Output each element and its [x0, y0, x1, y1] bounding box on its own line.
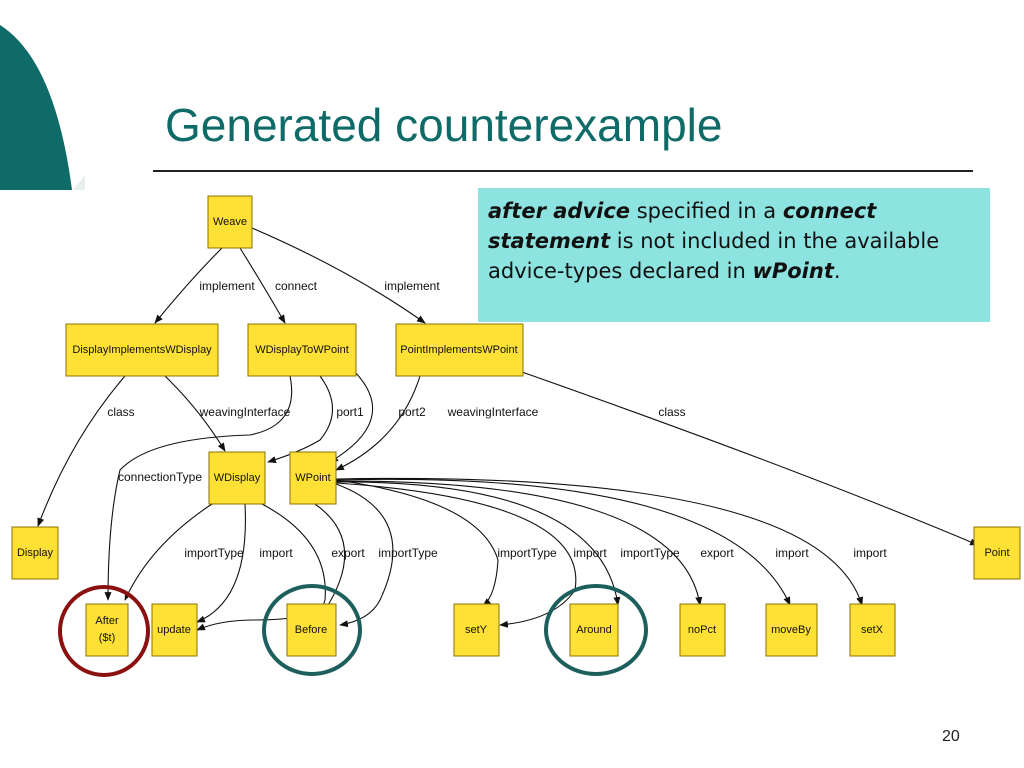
node-wpoint: WPoint [289, 451, 337, 505]
around-highlight-circle [544, 584, 648, 676]
edge-labels: implement connect implement class weavin… [107, 279, 887, 560]
edge-label-import: import [259, 546, 293, 560]
after-highlight-circle [58, 585, 150, 677]
edge-label-import: import [775, 546, 809, 560]
node-point-implements-wpoint-label: PointImplementsWPoint [400, 344, 517, 356]
edge-label-import-type: importType [378, 546, 438, 560]
node-around: Around [569, 603, 619, 657]
edge-label-import-type: importType [620, 546, 680, 560]
slide-title: Generated counterexample [165, 99, 723, 151]
node-sety: setY [453, 603, 500, 657]
node-setx: setX [849, 603, 896, 657]
node-nopct-label: noPct [688, 624, 716, 636]
edge-label-implement: implement [199, 279, 255, 293]
node-update: update [151, 603, 198, 657]
explanation-callout: after advice specified in a connect stat… [478, 188, 990, 322]
node-point-implements-wpoint: PointImplementsWPoint [395, 323, 524, 377]
node-moveby: moveBy [765, 603, 818, 657]
edge-label-implement: implement [384, 279, 440, 293]
edge-label-weaving-interface: weavingInterface [199, 405, 291, 419]
edge-label-weaving-interface: weavingInterface [447, 405, 539, 419]
node-around-label: Around [576, 624, 611, 636]
edge-label-class: class [107, 405, 134, 419]
node-sety-label: setY [465, 624, 488, 636]
node-before-label: Before [295, 624, 327, 636]
node-wdisplay-label: WDisplay [214, 472, 261, 484]
edge-label-export: export [331, 546, 365, 560]
node-setx-label: setX [861, 624, 884, 636]
node-weave: Weave [207, 195, 253, 249]
node-display-label: Display [17, 547, 54, 559]
graph-edges [37, 227, 979, 631]
callout-text: specified in a [630, 199, 783, 223]
edge-label-import-type: importType [497, 546, 557, 560]
node-nopct: noPct [679, 603, 726, 657]
edge-label-import: import [853, 546, 887, 560]
edge-label-port1: port1 [336, 405, 364, 419]
edge-label-export: export [700, 546, 734, 560]
node-after: After ($t) [85, 603, 129, 657]
slide-number: 20 [942, 728, 960, 745]
callout-after-advice: after advice [488, 199, 631, 223]
callout-text: is not included in the available advice-… [488, 229, 940, 283]
node-moveby-label: moveBy [771, 624, 811, 636]
edge-label-connection-type: connectionType [118, 470, 202, 484]
node-after-label: After [95, 615, 119, 627]
corner-decoration [0, 25, 85, 190]
title-divider [153, 170, 973, 172]
before-highlight-circle [262, 584, 362, 676]
node-update-label: update [157, 624, 191, 636]
node-wdisplay-to-wpoint-label: WDisplayToWPoint [255, 344, 349, 356]
node-wpoint-label: WPoint [295, 472, 330, 484]
node-display-implements-wdisplay: DisplayImplementsWDisplay [65, 323, 219, 377]
callout-wpoint: wPoint [752, 259, 834, 283]
node-display: Display [11, 526, 59, 580]
node-after-param-label: ($t) [99, 632, 116, 644]
node-point: Point [973, 526, 1021, 580]
node-point-label: Point [984, 547, 1009, 559]
edge-label-port2: port2 [398, 405, 426, 419]
callout-connect-statement: connect statement [488, 199, 877, 253]
edge-label-import: import [573, 546, 607, 560]
edge-label-connect: connect [275, 279, 318, 293]
node-display-implements-wdisplay-label: DisplayImplementsWDisplay [72, 344, 212, 356]
node-weave-label: Weave [213, 216, 247, 228]
edge-label-class: class [658, 405, 685, 419]
node-before: Before [286, 603, 337, 657]
node-wdisplay-to-wpoint: WDisplayToWPoint [247, 323, 357, 377]
callout-period: . [833, 259, 841, 283]
node-wdisplay: WDisplay [208, 451, 266, 505]
edge-label-import-type: importType [184, 546, 244, 560]
